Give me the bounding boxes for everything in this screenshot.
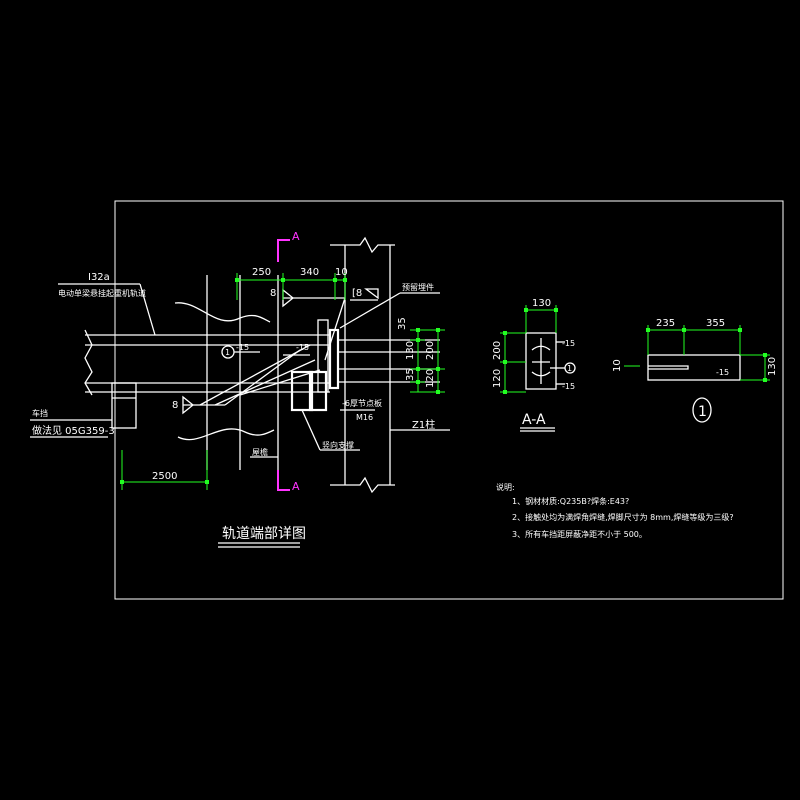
aa-callout-number: 1 [567, 364, 572, 373]
section-letter-top: A [292, 230, 300, 243]
section-aa: 130 200 120 -15 -15 1 A-A [492, 298, 576, 432]
section-mark-top [277, 239, 290, 262]
dim-tick [646, 328, 650, 332]
dim-10: 10 [335, 267, 348, 278]
note-2: 2、接触处均为满焊角焊缝,焊脚尺寸为 8mm,焊缝等级为三级? [512, 512, 734, 522]
dim-r-200: 200 [425, 341, 436, 360]
roof-break-upper [174, 302, 271, 323]
vb-leader [301, 409, 321, 451]
dim-tick [503, 390, 507, 394]
dim-r-130: 130 [405, 341, 416, 360]
aa-dim-120: 120 [492, 369, 503, 388]
detail-1: 235 355 130 10 -15 1 [612, 318, 778, 423]
embedded-label: 预留埋件 [402, 282, 434, 292]
d1-callout-circle [692, 397, 712, 423]
drawing-frame [114, 200, 784, 600]
section-letter-bottom: A [292, 480, 300, 493]
vertical-brace-right [308, 370, 328, 412]
stopper-block [111, 382, 137, 429]
dim-tick [416, 380, 420, 384]
main-detail: I32a 电动单梁悬挂起重机轨道 车挡 做法见 05G359-3 250 340… [30, 230, 450, 548]
d1-dim-355: 355 [706, 318, 725, 329]
dim-tick [503, 360, 507, 364]
weld-leader-2b [224, 349, 301, 406]
dim-340: 340 [300, 267, 319, 278]
dim-tick [120, 480, 124, 484]
dim-tick [682, 328, 686, 332]
dim-tick [281, 278, 285, 282]
bolt-sub: M16 [356, 413, 373, 422]
dim-tick [416, 367, 420, 371]
d1-plate [647, 354, 741, 381]
d1-dim-10: 10 [612, 359, 623, 372]
plate-b: -15 [296, 343, 309, 352]
weld-8-a: 8 [270, 288, 276, 299]
dim-tick [763, 353, 767, 357]
dim-tick [205, 480, 209, 484]
beam-note: 电动单梁悬挂起重机轨道 [58, 288, 146, 298]
vertical-brace-label: 竖向支撑 [322, 440, 354, 450]
aa-title: A-A [522, 412, 546, 428]
dim-tick [436, 367, 440, 371]
dim-tick [763, 378, 767, 382]
notes: 说明: 1、钢材材质:Q235B?焊条:E43? 2、接触处均为满焊角焊缝,焊脚… [496, 482, 734, 539]
break-line-left [84, 329, 93, 396]
dim-tick [343, 278, 347, 282]
dim-r-35b: 35 [405, 368, 416, 381]
dim-tick [503, 331, 507, 335]
callout-number: 1 [225, 348, 230, 357]
aa-outline [525, 332, 557, 390]
beam-label: I32a [88, 272, 110, 283]
roof-break-lower [177, 428, 275, 441]
stopper-label: 车挡 [32, 408, 48, 418]
aa-dim-130: 130 [532, 298, 551, 309]
aa-curve-1 [531, 345, 551, 351]
stopper-ref: 做法见 05G359-3 [32, 424, 115, 437]
column-label: Z1柱 [412, 418, 435, 431]
channel-flag [364, 288, 379, 300]
note-3: 3、所有车挡距屏蔽净距不小于 500。 [512, 529, 647, 539]
brace-diag-3 [239, 369, 321, 396]
d1-dim-130: 130 [767, 357, 778, 376]
d1-callout-number: 1 [698, 404, 707, 420]
main-title: 轨道端部详图 [222, 526, 306, 542]
column-break-top [330, 236, 395, 254]
channel-label: [8 [352, 288, 362, 299]
d1-plate-label: -15 [716, 368, 729, 377]
aa-curve-2 [531, 371, 551, 377]
dim-tick [436, 390, 440, 394]
dim-tick [235, 278, 239, 282]
dim-tick [416, 328, 420, 332]
dim-tick [333, 278, 337, 282]
dim-2500: 2500 [152, 471, 177, 482]
section-mark-bottom [277, 470, 290, 491]
dim-250: 250 [252, 267, 271, 278]
notes-heading: 说明: [496, 482, 515, 492]
brace-diag-2 [214, 359, 316, 406]
note-1: 1、钢材材质:Q235B?焊条:E43? [512, 496, 629, 506]
dim-tick [554, 308, 558, 312]
dim-tick [524, 308, 528, 312]
plate-a: -15 [236, 343, 249, 352]
dim-tick [436, 328, 440, 332]
dim-r-35a: 35 [397, 317, 408, 330]
aa-dim-200: 200 [492, 341, 503, 360]
aa-plate-b: -15 [562, 382, 575, 391]
embedded-leader-2 [339, 292, 401, 329]
weld-leader-1b [324, 297, 346, 361]
weld-8-b: 8 [172, 400, 178, 411]
roof-label: 屋檐 [252, 447, 268, 457]
beam-label-arrow [139, 283, 156, 336]
column-break-bottom [330, 476, 395, 494]
end-plate [317, 319, 329, 393]
aa-plate-a: -15 [562, 339, 575, 348]
bolt-note: -6厚节点板 [342, 398, 382, 408]
dim-tick [416, 338, 420, 342]
dim-r-120: 120 [425, 369, 436, 388]
dim-tick [738, 328, 742, 332]
d1-slot [648, 365, 689, 370]
d1-dim-235: 235 [656, 318, 675, 329]
